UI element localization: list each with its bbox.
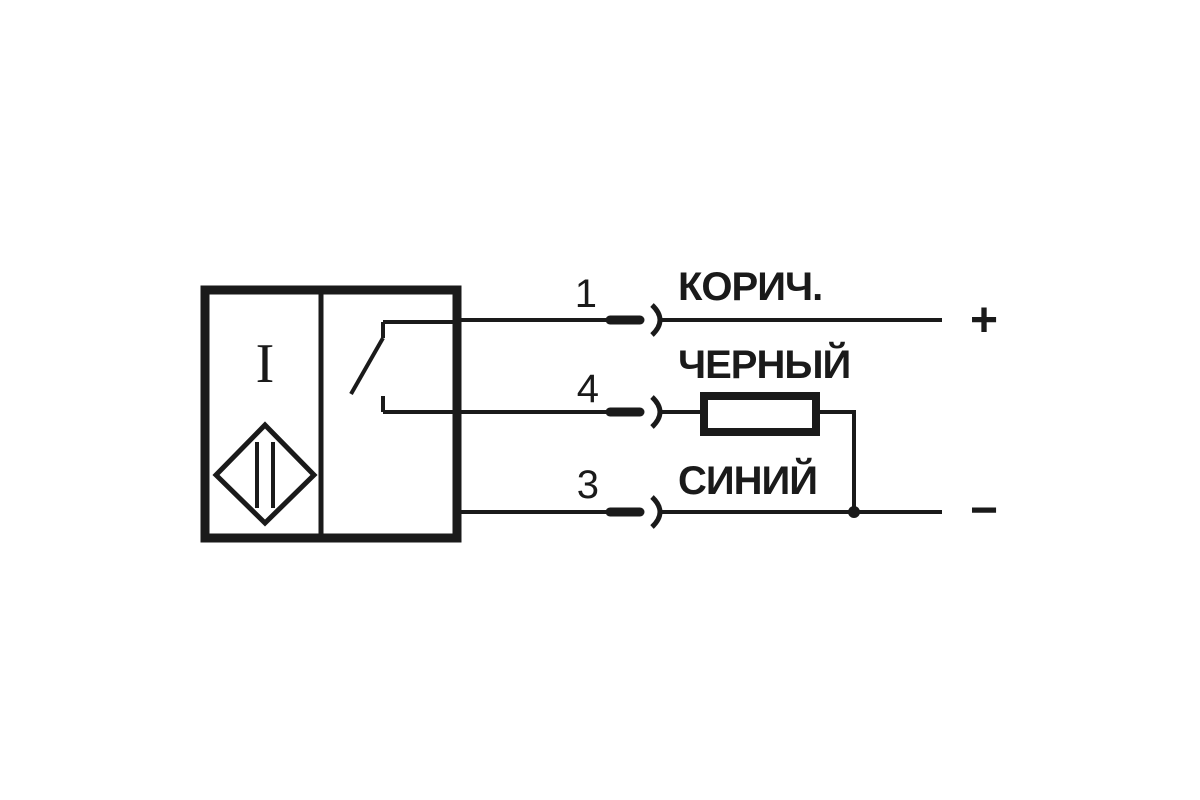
wire-1: 1 КОРИЧ. + — [383, 265, 998, 347]
load-resistor-icon — [700, 392, 820, 436]
inductive-symbol-label: I — [256, 333, 275, 395]
pin-3-label: 3 — [577, 463, 599, 507]
wire-1-color-label: КОРИЧ. — [678, 265, 822, 309]
sensor-face-icon — [212, 421, 318, 527]
junction-dot — [848, 506, 860, 518]
wire-3: 3 СИНИЙ − — [457, 457, 998, 537]
connector-3-icon — [650, 495, 663, 529]
terminal-minus-label: − — [970, 484, 998, 537]
connector-1-icon — [650, 303, 663, 337]
wire-4: 4 ЧЕРНЫЙ — [383, 341, 856, 512]
connector-4-icon — [650, 395, 663, 429]
terminal-plus-label: + — [970, 294, 998, 347]
pin-4-label: 4 — [577, 367, 599, 411]
wire-3-color-label: СИНИЙ — [678, 457, 817, 503]
pin-1-label: 1 — [575, 272, 597, 316]
wire-4-color-label: ЧЕРНЫЙ — [678, 341, 850, 387]
switch-contact-icon — [349, 322, 385, 412]
